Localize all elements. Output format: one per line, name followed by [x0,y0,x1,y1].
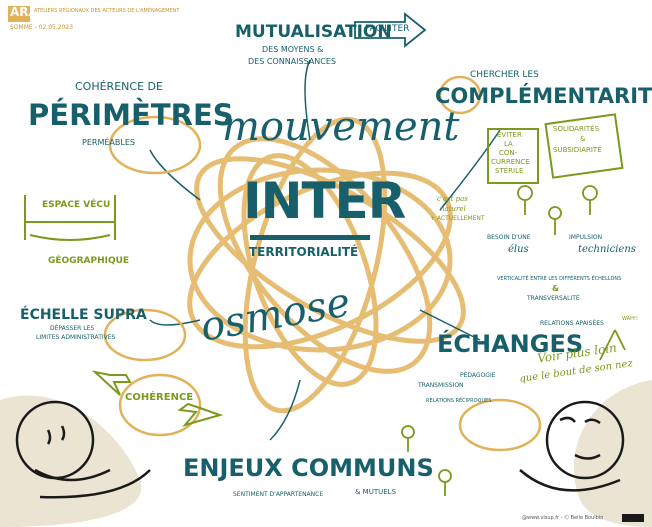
box2-line2: SUBSIDIARITÉ [553,146,602,154]
background-blob-right [573,380,652,527]
logo-text: ARAA [10,5,48,19]
mutualisation-title: MUTUALISATION [235,22,392,42]
figures [401,185,626,496]
header-subtitle: ATELIERS RÉGIONAUX DES ACTEURS DE L'AMÉN… [34,8,180,14]
relations-label: RELATIONS APAISÉES [540,320,604,327]
box1-line2: CON- [499,149,518,157]
transversalite-label: TRANSVERSALITÉ [527,295,580,302]
elus-label: élus [508,244,529,255]
impulsion-label: IMPULSION [569,234,603,241]
faciliter-arrow [354,12,427,48]
geo-label: GÉOGRAPHIQUE [48,256,130,266]
center-title: INTER [243,172,406,230]
box1-line0: ÉVITER [497,131,522,139]
reciproques-label: RELATIONS RÉCIPROQUES [426,398,492,404]
espace-scale [24,195,116,241]
box1-line3: CURRENCE [491,158,530,166]
face-left-icon [15,400,151,499]
espace-label: ESPACE VÉCU [42,200,111,210]
center-bar [250,235,370,240]
header-event: SOMME - 02.05.2023 [10,24,74,31]
footer-credit: @www.visup.fr - Ⓒ Belle Boulbin [522,515,604,521]
echelle-line1: DÉPASSER LES [50,325,95,332]
coherence-label: COHÉRENCE [125,392,194,403]
note-line1: c'est pas [437,195,468,203]
arrow-coherence-left [91,370,132,396]
arrow-coherence-right [177,402,224,427]
orbit-scribbles [187,116,466,414]
enjeux-title: ENJEUX COMMUNS [183,454,434,482]
besoin-label: BESOIN D'UNE [487,234,531,241]
logo-badge [8,6,30,22]
transmission-label: TRANSMISSION [418,382,464,389]
amp-label: & [552,284,559,293]
perimetres-pre: COHÉRENCE DE [75,80,163,93]
box2-line0: SOLIDARITÉS [553,125,600,133]
box2-line1: & [580,135,586,143]
techniciens-label: techniciens [578,244,636,255]
perimetres-title: PÉRIMÈTRES [28,98,234,132]
mutualisation-line2: DES CONNAISSANCES [248,57,336,66]
enjeux-sentiment: SENTIMENT D'APPARTENANCE [233,491,324,498]
perimetres-post: PERMÉABLES [82,138,135,147]
verticalite-label: VERTICALITÉ ENTRE LES DIFFÉRENTS ÉCHELLO… [497,276,622,282]
note-line3: + ACTUELLEMENT [430,215,485,222]
note-line2: naturel [440,205,466,213]
complementarites-title: COMPLÉMENTARITÉS [435,84,652,108]
mutualisation-line1: DES MOYENS & [262,45,324,54]
echelle-line2: LIMITES ADMINISTRATIVES [36,334,116,341]
echanges-title: ÉCHANGES [437,330,584,358]
bubbles [103,75,542,452]
complementarites-pre: CHERCHER LES [470,70,539,80]
box1-line4: STÉRILE [495,167,524,175]
word-mouvement: mouvement [222,104,460,150]
face-right-icon [519,400,625,492]
background-blob-left [0,395,142,527]
pedagogie-label: PÉDAGOGIE [460,372,496,379]
echelle-title: ÉCHELLE SUPRA [20,307,147,323]
center-subtitle: TERRITORIALITÉ [249,245,359,259]
wah-label: WAH!! [622,316,638,322]
license-badge [622,514,644,522]
enjeux-mutuels: & MUTUELS [355,488,397,496]
box1-line1: LA [504,140,513,148]
box-concurrence [487,128,539,184]
faciliter-label: FACILITER [365,24,410,34]
